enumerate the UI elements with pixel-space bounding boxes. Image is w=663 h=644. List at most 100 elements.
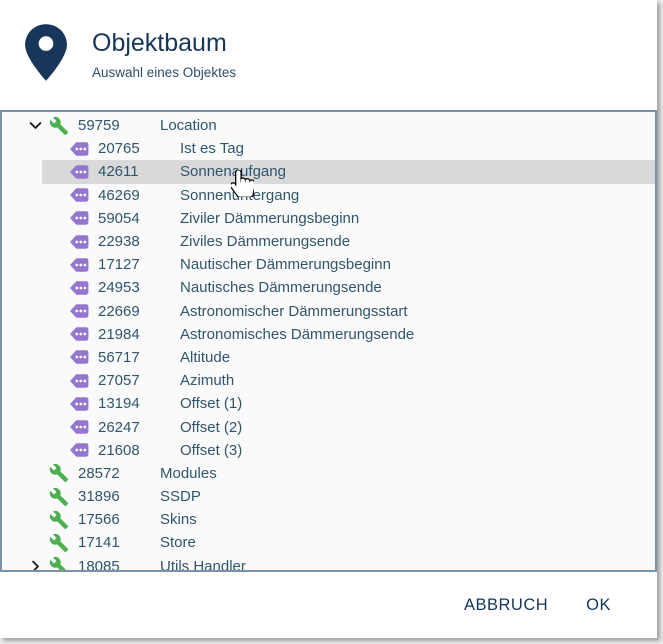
datapoint-tag-icon bbox=[70, 443, 89, 457]
tree-row[interactable]: 18085 Utils Handler bbox=[2, 555, 655, 572]
object-name: Astronomischer Dämmerungsstart bbox=[180, 302, 408, 320]
object-id: 28572 bbox=[78, 464, 120, 482]
ok-button[interactable]: OK bbox=[580, 588, 617, 623]
tree-row[interactable]: 56717 Altitude bbox=[2, 346, 655, 369]
tree-row[interactable]: 13194 Offset (1) bbox=[2, 392, 655, 415]
datapoint-tag-icon bbox=[70, 420, 89, 434]
datapoint-tag-icon bbox=[70, 350, 89, 365]
chevron-down-icon bbox=[29, 122, 42, 129]
object-name: Skins bbox=[160, 511, 197, 529]
tree-row[interactable]: 21608 Offset (3) bbox=[2, 439, 655, 462]
datapoint-tag-icon bbox=[70, 165, 89, 179]
tree-row[interactable]: 59759 Location bbox=[2, 114, 655, 137]
tree-row[interactable]: 21984 Astronomisches Dämmerungsende bbox=[2, 323, 655, 346]
tree-row[interactable]: 27057 Azimuth bbox=[2, 369, 655, 392]
object-id: 18085 bbox=[78, 557, 120, 572]
tree-row[interactable]: 22938 Ziviles Dämmerungsende bbox=[2, 230, 655, 253]
object-name: Utils Handler bbox=[160, 557, 246, 572]
object-name: Nautischer Dämmerungsbeginn bbox=[180, 256, 391, 274]
object-id: 22938 bbox=[98, 233, 140, 251]
object-type-icon bbox=[48, 116, 70, 136]
datapoint-tag-icon bbox=[70, 142, 89, 156]
datapoint-tag-icon bbox=[70, 304, 89, 318]
object-type-icon bbox=[68, 208, 90, 228]
tree-row[interactable]: 59054 Ziviler Dämmerungsbeginn bbox=[2, 207, 655, 230]
object-id: 24953 bbox=[98, 279, 140, 297]
object-name: Offset (2) bbox=[180, 418, 243, 436]
object-type-icon bbox=[48, 556, 70, 570]
tree-row[interactable]: 46269 Sonnenuntergang bbox=[2, 184, 655, 207]
object-id: 59759 bbox=[78, 117, 120, 135]
dialog-footer: ABBRUCH OK bbox=[0, 572, 657, 638]
datapoint-tag-icon bbox=[70, 327, 89, 342]
object-id: 46269 bbox=[98, 186, 140, 204]
object-name: Offset (3) bbox=[180, 441, 243, 459]
tree-row[interactable]: 17141 Store bbox=[2, 531, 655, 554]
object-name: Astronomisches Dämmerungsende bbox=[180, 325, 415, 343]
object-type-icon bbox=[48, 463, 70, 483]
tree-row[interactable]: 20765 Ist es Tag bbox=[2, 137, 655, 160]
object-type-icon bbox=[68, 255, 90, 275]
object-type-icon bbox=[68, 232, 90, 252]
object-type-icon bbox=[48, 510, 70, 530]
object-id: 17141 bbox=[78, 534, 120, 552]
dialog-header: Objektbaum Auswahl eines Objektes bbox=[0, 0, 657, 110]
tree-row[interactable]: 28572 Modules bbox=[2, 462, 655, 485]
object-id: 21984 bbox=[98, 325, 140, 343]
object-type-icon bbox=[68, 139, 90, 159]
object-type-icon bbox=[68, 185, 90, 205]
datapoint-tag-icon bbox=[70, 257, 89, 272]
object-id: 17127 bbox=[98, 256, 140, 274]
object-id: 22669 bbox=[98, 302, 140, 320]
chevron-box[interactable] bbox=[29, 118, 48, 134]
datapoint-tag-icon bbox=[70, 397, 89, 411]
chevron-right-icon bbox=[32, 560, 39, 570]
object-type-icon bbox=[68, 347, 90, 367]
object-name: Modules bbox=[160, 464, 217, 482]
wrench-icon bbox=[49, 510, 69, 529]
object-tree[interactable]: 59759 Location 20765 Ist es Tag bbox=[0, 110, 657, 572]
object-name: Offset (1) bbox=[180, 395, 243, 413]
object-name: Ist es Tag bbox=[180, 140, 244, 158]
object-name: Ziviles Dämmerungsende bbox=[180, 233, 351, 251]
wrench-icon bbox=[49, 487, 69, 506]
wrench-icon bbox=[49, 116, 69, 135]
object-id: 56717 bbox=[98, 348, 140, 366]
object-name: Altitude bbox=[180, 348, 231, 366]
object-type-icon bbox=[68, 440, 90, 460]
tree-row[interactable]: 17127 Nautischer Dämmerungsbeginn bbox=[2, 253, 655, 276]
tree-row[interactable]: 26247 Offset (2) bbox=[2, 415, 655, 438]
tree-row[interactable]: 31896 SSDP bbox=[2, 485, 655, 508]
chevron-box[interactable] bbox=[29, 535, 48, 551]
dialog-subtitle: Auswahl eines Objektes bbox=[92, 64, 237, 80]
object-type-icon bbox=[48, 533, 70, 553]
object-id: 21608 bbox=[98, 441, 140, 459]
cancel-button[interactable]: ABBRUCH bbox=[458, 588, 554, 623]
datapoint-tag-icon bbox=[70, 211, 89, 226]
object-id: 17566 bbox=[78, 511, 120, 529]
object-type-icon bbox=[68, 371, 90, 391]
dialog-title: Objektbaum bbox=[92, 29, 227, 58]
object-type-icon bbox=[68, 324, 90, 344]
chevron-box[interactable] bbox=[29, 489, 48, 505]
object-name: Sonnenuntergang bbox=[180, 186, 300, 204]
object-name: SSDP bbox=[160, 488, 201, 506]
object-type-icon bbox=[68, 301, 90, 321]
object-id: 13194 bbox=[98, 395, 140, 413]
object-type-icon bbox=[68, 394, 90, 414]
chevron-box[interactable] bbox=[29, 512, 48, 528]
tree-row[interactable]: 42611 Sonnenaufgang bbox=[2, 160, 655, 184]
object-id: 27057 bbox=[98, 372, 140, 390]
datapoint-tag-icon bbox=[70, 188, 89, 202]
wrench-icon bbox=[49, 533, 69, 553]
object-name: Azimuth bbox=[180, 372, 235, 390]
tree-row[interactable]: 24953 Nautisches Dämmerungsende bbox=[2, 276, 655, 299]
tree-row[interactable]: 22669 Astronomischer Dämmerungsstart bbox=[2, 300, 655, 323]
tree-row[interactable]: 17566 Skins bbox=[2, 508, 655, 531]
object-type-icon bbox=[48, 487, 70, 507]
chevron-box[interactable] bbox=[29, 558, 48, 570]
object-id: 31896 bbox=[78, 488, 120, 506]
chevron-box[interactable] bbox=[29, 465, 48, 481]
datapoint-tag-icon bbox=[70, 281, 89, 295]
